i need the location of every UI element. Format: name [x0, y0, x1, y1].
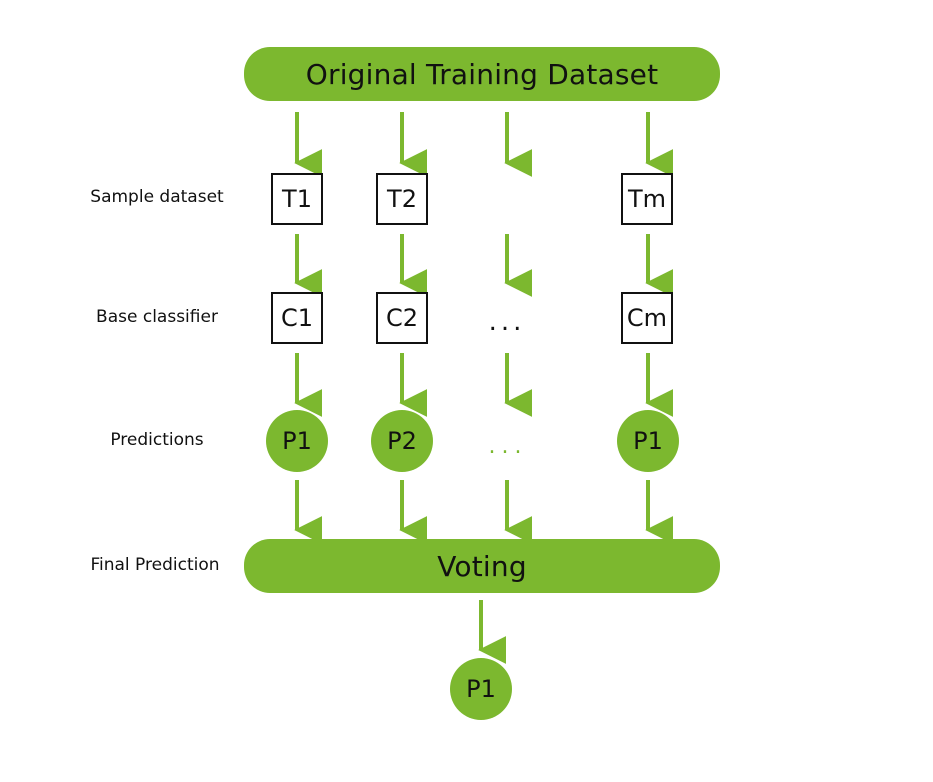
- sample-box-t1: T1: [271, 173, 323, 225]
- original-training-dataset-node: Original Training Dataset: [244, 47, 720, 101]
- prediction-label: P1: [633, 427, 663, 455]
- voting-label: Voting: [437, 549, 527, 583]
- classifier-box-label: C1: [280, 304, 314, 332]
- final-prediction-circle: P1: [450, 658, 512, 720]
- classifier-box-label: Cm: [626, 304, 668, 332]
- classifier-box-cm: Cm: [621, 292, 673, 344]
- row-label-final-prediction: Final Prediction: [90, 555, 220, 575]
- final-prediction-label: P1: [466, 675, 496, 703]
- original-training-dataset-label: Original Training Dataset: [305, 57, 659, 91]
- sample-box-tm: Tm: [621, 173, 673, 225]
- row-label-base-classifier: Base classifier: [96, 307, 218, 327]
- sample-box-label: T1: [282, 185, 312, 213]
- classifier-ellipsis: ...: [488, 307, 526, 337]
- sample-box-t2: T2: [376, 173, 428, 225]
- sample-box-label: T2: [387, 185, 417, 213]
- row-label-predictions: Predictions: [110, 430, 204, 450]
- row-label-sample-dataset: Sample dataset: [90, 187, 224, 207]
- classifier-box-label: C2: [385, 304, 419, 332]
- sample-box-label: Tm: [627, 185, 667, 213]
- prediction-ellipsis: ...: [488, 434, 528, 459]
- prediction-circle-pm: P1: [617, 410, 679, 472]
- prediction-circle-p2: P2: [371, 410, 433, 472]
- classifier-box-c1: C1: [271, 292, 323, 344]
- prediction-circle-p1: P1: [266, 410, 328, 472]
- voting-node: Voting: [244, 539, 720, 593]
- classifier-box-c2: C2: [376, 292, 428, 344]
- prediction-label: P2: [387, 427, 417, 455]
- prediction-label: P1: [282, 427, 312, 455]
